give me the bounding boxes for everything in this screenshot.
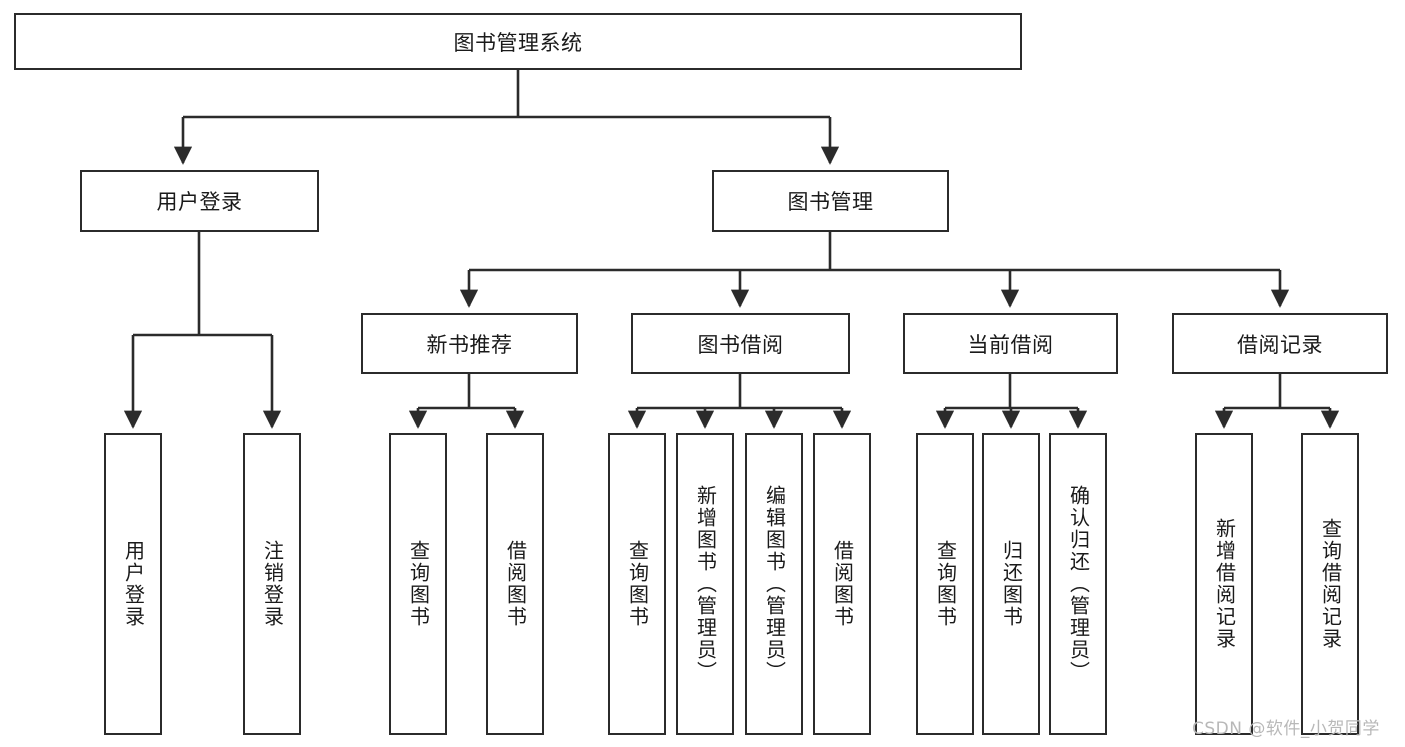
node-new-book-recommend[interactable]: 新书推荐: [361, 313, 578, 374]
node-label: 查询借阅记录: [1318, 518, 1343, 650]
node-label: 图书管理: [787, 190, 874, 214]
leaf-confirm-return[interactable]: 确认归还（管理员）: [1049, 433, 1107, 735]
leaf-query-book-recommend[interactable]: 查询图书: [389, 433, 447, 735]
node-label: 图书管理系统: [453, 30, 583, 55]
leaf-user-login[interactable]: 用户登录: [104, 433, 162, 735]
leaf-edit-book[interactable]: 编辑图书（管理员）: [745, 433, 803, 735]
node-label: 注销登录: [260, 540, 285, 628]
leaf-logout[interactable]: 注销登录: [243, 433, 301, 735]
node-root-system[interactable]: 图书管理系统: [14, 13, 1022, 70]
leaf-add-borrow-record[interactable]: 新增借阅记录: [1195, 433, 1253, 735]
node-label: 用户登录: [156, 190, 243, 214]
csdn-watermark: CSDN @软件_小贺同学: [1192, 714, 1380, 739]
leaf-return-book[interactable]: 归还图书: [982, 433, 1040, 735]
watermark-text: CSDN @软件_小贺同学: [1192, 719, 1380, 739]
leaf-borrow-book[interactable]: 借阅图书: [813, 433, 871, 735]
node-label: 归还图书: [999, 540, 1024, 628]
node-label: 新增图书（管理员）: [693, 485, 718, 683]
node-current-borrow[interactable]: 当前借阅: [903, 313, 1118, 374]
leaf-add-book[interactable]: 新增图书（管理员）: [676, 433, 734, 735]
node-user-login[interactable]: 用户登录: [80, 170, 319, 232]
node-label: 新增借阅记录: [1212, 518, 1237, 650]
node-label: 借阅记录: [1237, 332, 1323, 357]
leaf-query-book-borrow[interactable]: 查询图书: [608, 433, 666, 735]
node-label: 当前借阅: [967, 332, 1054, 357]
leaf-borrow-book-recommend[interactable]: 借阅图书: [486, 433, 544, 735]
node-label: 借阅图书: [830, 540, 855, 628]
leaf-query-book-current[interactable]: 查询图书: [916, 433, 974, 735]
node-label: 查询图书: [625, 540, 650, 628]
node-label: 查询图书: [933, 540, 958, 628]
node-label: 新书推荐: [426, 332, 513, 357]
node-label: 用户登录: [121, 540, 146, 628]
node-label: 查询图书: [406, 540, 431, 628]
node-label: 编辑图书（管理员）: [762, 485, 787, 683]
node-label: 确认归还（管理员）: [1066, 485, 1091, 683]
leaf-query-borrow-record[interactable]: 查询借阅记录: [1301, 433, 1359, 735]
node-label: 图书借阅: [697, 332, 784, 357]
node-book-borrow[interactable]: 图书借阅: [631, 313, 850, 374]
node-label: 借阅图书: [503, 540, 528, 628]
node-borrow-record[interactable]: 借阅记录: [1172, 313, 1388, 374]
node-book-manage[interactable]: 图书管理: [712, 170, 949, 232]
